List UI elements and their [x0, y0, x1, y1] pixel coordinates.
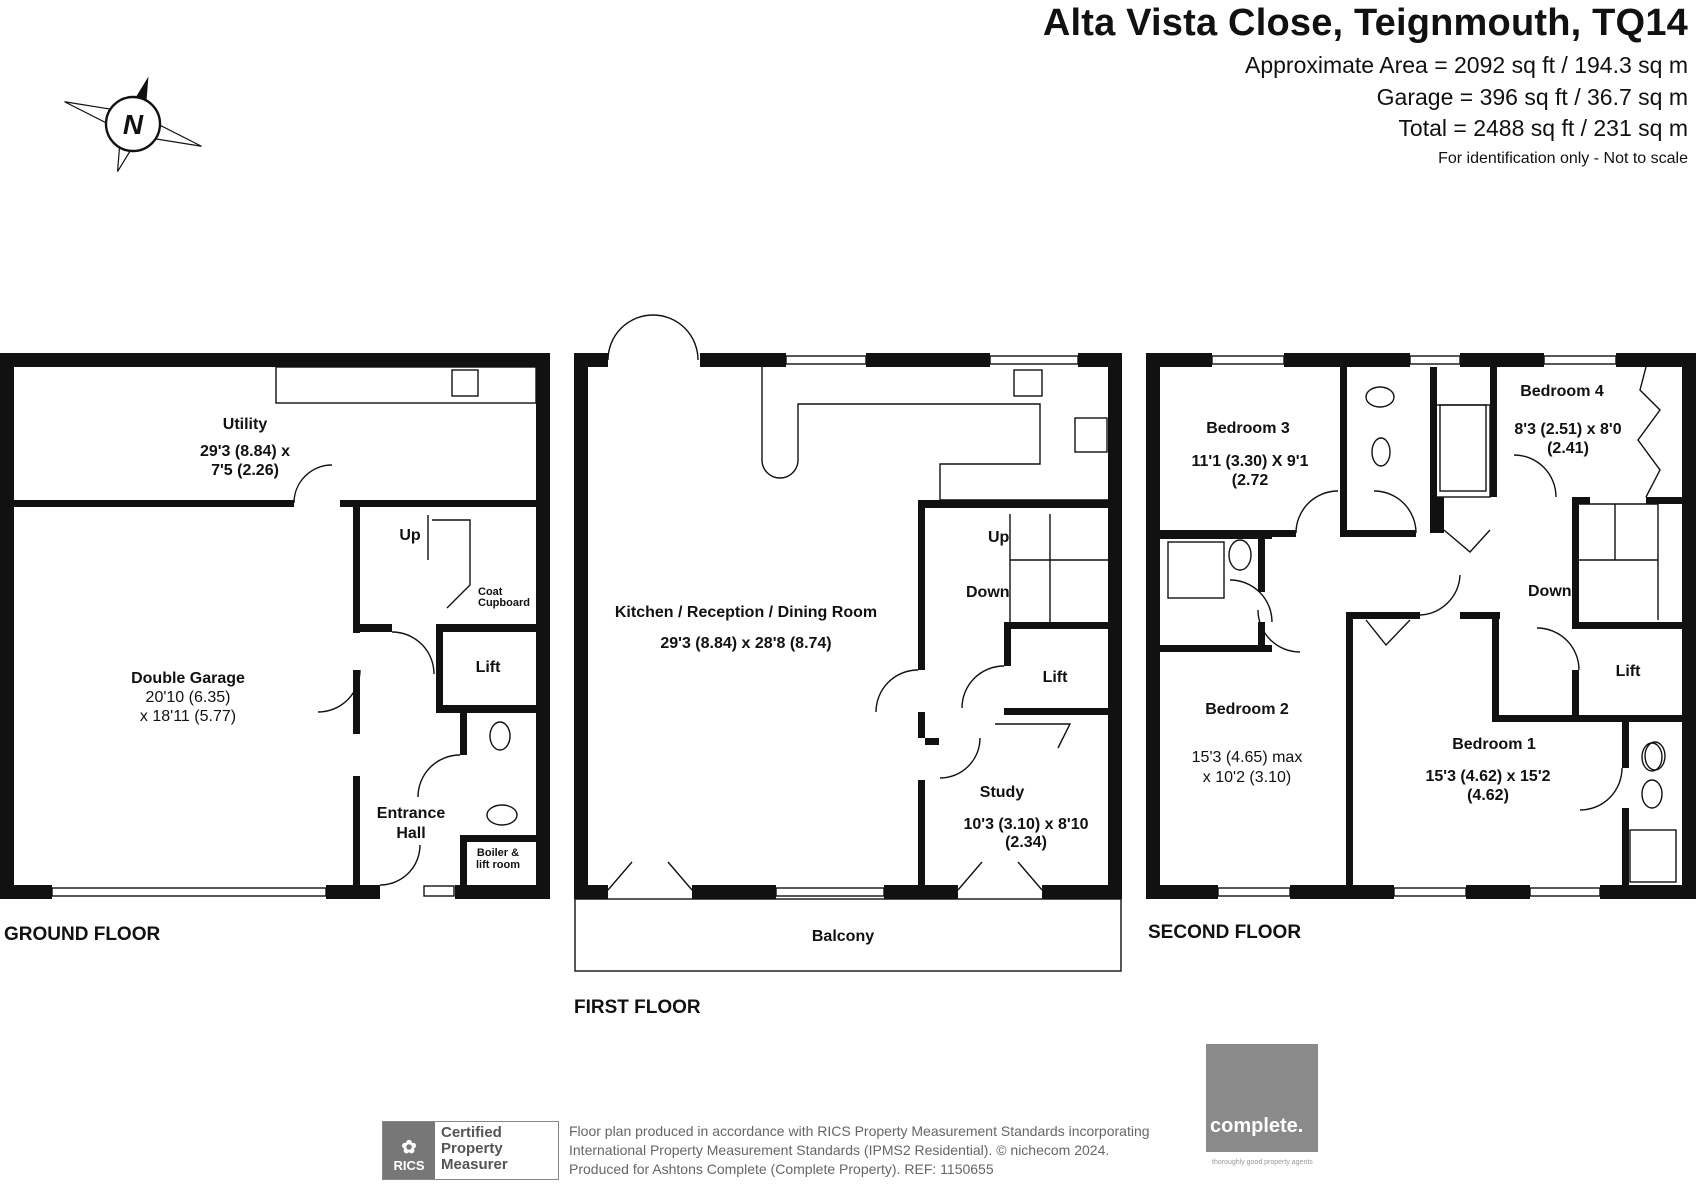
disclaimer-note: For identification only - Not to scale	[1438, 150, 1688, 167]
lift-label-second: Lift	[1616, 663, 1642, 680]
balcony-label: Balcony	[812, 928, 874, 945]
room-utility-dim2: 7'5 (2.26)	[211, 462, 279, 479]
rics-logo: ✿RICS	[383, 1122, 435, 1179]
coat-cupboard-label-1: Coat	[478, 586, 503, 598]
area-garage: Garage = 396 sq ft / 36.7 sq m	[1376, 84, 1688, 110]
complete-logo: complete. thoroughly good property agent…	[1206, 1044, 1318, 1166]
ground-floor-plan: Utility 29'3 (8.84) x 7'5 (2.26) Up Coat…	[0, 353, 550, 945]
room-hall-name-2: Hall	[396, 825, 425, 842]
room-bed4-name: Bedroom 4	[1520, 383, 1604, 400]
room-bed1-name: Bedroom 1	[1452, 736, 1536, 753]
lift-label-first: Lift	[1043, 669, 1069, 686]
room-bed2-dim1: 15'3 (4.65) max	[1192, 749, 1303, 766]
room-bed3-dim2: (2.72	[1232, 472, 1269, 489]
stairs-up-label-first: Up	[988, 529, 1010, 546]
rics-badge-line-2: Property	[441, 1140, 503, 1157]
first-floor-label: FIRST FLOOR	[574, 997, 701, 1018]
area-total: Total = 2488 sq ft / 231 sq m	[1398, 115, 1688, 141]
stairs-down-label-first: Down	[966, 584, 1010, 601]
room-garage-dim2: x 18'11 (5.77)	[140, 708, 236, 725]
rics-badge-line-1: Certified	[441, 1124, 502, 1141]
compass-label: N	[123, 109, 144, 140]
room-bed2-dim2: x 10'2 (3.10)	[1203, 769, 1291, 786]
footer-line-2: International Property Measurement Stand…	[569, 1142, 1110, 1158]
room-study-dim1: 10'3 (3.10) x 8'10	[963, 816, 1088, 833]
room-garage-dim1: 20'10 (6.35)	[146, 689, 231, 706]
stairs-up-label: Up	[399, 527, 421, 544]
room-bed4-dim1: 8'3 (2.51) x 8'0	[1514, 421, 1621, 438]
stairs-down-label-second: Down	[1528, 583, 1572, 600]
ground-floor-label: GROUND FLOOR	[4, 924, 160, 945]
room-garage-name: Double Garage	[131, 670, 245, 687]
room-bed3-name: Bedroom 3	[1206, 420, 1290, 437]
footer-line-3: Produced for Ashtons Complete (Complete …	[569, 1161, 994, 1177]
boiler-room-label-1: Boiler &	[477, 847, 519, 859]
compass-icon: N	[64, 76, 202, 172]
room-kitchen-dim: 29'3 (8.84) x 28'8 (8.74)	[660, 635, 831, 652]
page-title: Alta Vista Close, Teignmouth, TQ14	[1042, 2, 1688, 44]
room-bed2-name: Bedroom 2	[1205, 701, 1289, 718]
coat-cupboard-label-2: Cupboard	[478, 597, 530, 609]
room-study-name: Study	[980, 784, 1025, 801]
first-floor-plan: Kitchen / Reception / Dining Room 29'3 (…	[574, 314, 1122, 1018]
lift-label: Lift	[476, 659, 502, 676]
room-hall-name-1: Entrance	[377, 805, 446, 822]
area-approximate: Approximate Area = 2092 sq ft / 194.3 sq…	[1244, 52, 1688, 78]
room-utility-name: Utility	[223, 416, 268, 433]
room-bed1-dim1: 15'3 (4.62) x 15'2	[1425, 768, 1550, 785]
second-floor-plan: Bedroom 3 11'1 (3.30) X 9'1 (2.72 Bedroo…	[1146, 353, 1696, 943]
room-utility-dim1: 29'3 (8.84) x	[200, 443, 290, 460]
footer-line-1: Floor plan produced in accordance with R…	[569, 1123, 1150, 1139]
rics-badge: ✿RICS Certified Property Measurer	[382, 1121, 559, 1180]
room-bed4-dim2: (2.41)	[1547, 440, 1589, 457]
room-bed3-dim1: 11'1 (3.30) X 9'1	[1191, 453, 1308, 470]
second-floor-label: SECOND FLOOR	[1148, 922, 1301, 943]
rics-badge-line-3: Measurer	[441, 1156, 508, 1173]
room-kitchen-name: Kitchen / Reception / Dining Room	[615, 604, 877, 621]
room-bed1-dim2: (4.62)	[1467, 787, 1509, 804]
room-study-dim2: (2.34)	[1005, 834, 1047, 851]
boiler-room-label-2: lift room	[476, 859, 520, 871]
